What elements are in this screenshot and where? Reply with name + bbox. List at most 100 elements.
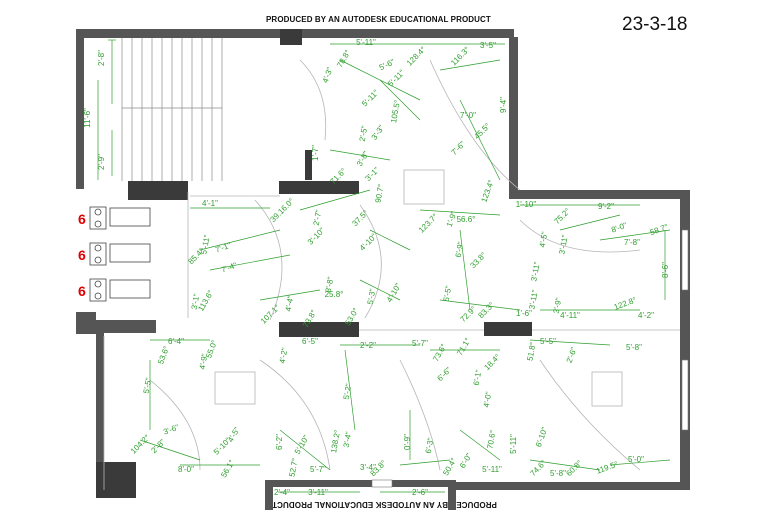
column-center-upper [279, 181, 359, 194]
workstation-count-2: 6 [78, 247, 86, 263]
dimension-label: 4'-1" [202, 199, 218, 208]
dimension-label: 4'-5" [226, 425, 242, 443]
dimension-label: 0'-9" [403, 434, 412, 450]
dimension-label: 4'-9" [198, 353, 210, 370]
dimension-label: 75.2° [552, 206, 572, 226]
dimension-label: 3'-11" [308, 488, 328, 497]
dimension-label: 9'-2" [598, 202, 614, 211]
door-bottom-gap [371, 479, 393, 488]
dimension-label: 4'-10" [385, 282, 403, 304]
dimension-labels: 2'-8"11'-6"2'-9"4'-3"78.8°5'-6"128.4°5'-… [83, 38, 670, 497]
dimension-label: 2'-5" [358, 125, 370, 142]
dimension-label: 1'-10" [516, 200, 537, 209]
dimension-label: 3'-3" [370, 123, 387, 141]
dimension-label: 4'-2" [638, 311, 654, 320]
dimension-label: 83.8° [368, 458, 388, 478]
autodesk-watermark-top: PRODUCED BY AN AUTODESK EDUCATIONAL PROD… [266, 15, 491, 24]
dimension-label: 52.7° [287, 458, 299, 478]
dimension-label: 53.6° [156, 345, 171, 366]
wall-bottom-mid [265, 480, 455, 487]
wall-bottom-mid-right [448, 480, 456, 510]
dimension-lines [97, 39, 671, 493]
dimension-label: 39.16.0° [268, 196, 295, 223]
dimension-label: 6'-5" [302, 337, 318, 346]
workstation-clusters [89, 206, 151, 302]
workstation-count-3: 6 [78, 283, 86, 299]
dimension-label: 3'-4" [342, 431, 354, 448]
dimension-label: 6'-9" [454, 241, 466, 258]
wall-left-lower [96, 333, 104, 498]
dimension-label: 2'-6" [565, 346, 579, 364]
dimension-label: 2'-2" [360, 341, 376, 350]
column-bottom-left [96, 462, 136, 498]
dimension-label: 3'-9" [552, 297, 564, 314]
dimension-label: 4'-11" [560, 311, 580, 320]
dimension-label: 3'-5" [480, 41, 496, 50]
dimension-label: 4'-0" [482, 391, 494, 408]
dimension-label: 56.1° [219, 458, 236, 479]
column-upper-wall [305, 150, 312, 180]
window-right-2 [681, 359, 689, 431]
dimension-label: 51.8° [525, 342, 537, 362]
wall-bottom-right [448, 482, 690, 490]
dimension-label: 50.4° [441, 456, 458, 477]
dimension-label: 3'-11" [529, 261, 541, 282]
dimension-label: 5'-8" [550, 469, 566, 478]
dimension-label: 1'-7" [311, 145, 320, 161]
dimension-label: 3'-8" [355, 149, 371, 167]
dimension-label: 6'-3" [424, 437, 436, 454]
dimension-label: 2'-6" [412, 488, 428, 497]
dimension-label: 2'-4" [274, 488, 290, 497]
dimension-label: 4'-2" [278, 347, 290, 364]
dimension-label: 138.2° [329, 429, 342, 453]
dimension-label: 3'-1" [363, 165, 381, 183]
dimension-label: 25.8° [325, 290, 344, 299]
window-openings [371, 229, 689, 488]
column-right-lower [484, 322, 532, 336]
dimension-label: 11'-6" [83, 108, 92, 128]
column-top [280, 29, 302, 45]
dimension-label: 83.3° [476, 300, 496, 320]
dimension-label: 5'-8" [626, 343, 642, 352]
dimension-label: 5'-11" [356, 38, 376, 47]
dimension-label: 105.5° [389, 99, 402, 123]
workstation-count-1: 6 [78, 211, 86, 227]
dimension-label: 8'-0" [178, 465, 194, 474]
dimension-label: 3'-6" [162, 423, 180, 437]
dimension-label: 3'-1" [190, 293, 202, 310]
dimension-label: 3'-10" [306, 226, 327, 247]
dimension-label: 73.6° [431, 342, 448, 363]
dimension-label: 5'-0" [628, 455, 644, 464]
dimension-label: 70.6° [485, 430, 497, 450]
dimension-label: 9'-4" [499, 97, 508, 113]
wall-bottom-mid-left [265, 480, 273, 510]
wall-mid-step [509, 190, 690, 199]
interior-partitions [103, 59, 680, 490]
dimension-label: 72.9° [458, 304, 478, 324]
wall-right-lower [680, 190, 690, 490]
dimension-label: 4'-10" [358, 232, 379, 253]
dimension-label: 5'-5" [540, 337, 556, 346]
dimension-label: 2'-9" [97, 154, 106, 170]
wall-left-upper [76, 29, 84, 189]
window-right-1 [681, 229, 689, 291]
dimension-label: 74.6° [528, 458, 548, 478]
sheet-date: 23-3-18 [622, 14, 688, 35]
dimension-label: 123.4° [479, 179, 495, 204]
dimension-label: 3'-11" [527, 289, 539, 310]
wall-right-upper [509, 37, 518, 194]
dimension-label: 6'-10" [534, 426, 549, 448]
dimension-label: 128.4° [405, 45, 428, 68]
dimension-label: 3'-4" [360, 463, 376, 472]
dimension-label: 78.8° [335, 48, 352, 69]
dimension-label: 7'-0" [460, 111, 476, 120]
dimension-label: 71.1° [455, 336, 472, 357]
dimension-label: 8'-0" [610, 221, 628, 235]
dimension-label: 6'-1" [472, 369, 484, 386]
dimension-label: 3'-11" [557, 234, 569, 255]
dimension-label: 90.7° [373, 184, 385, 204]
dimension-label: 1'-6" [516, 309, 532, 318]
dimension-label: 123.7° [417, 212, 440, 235]
